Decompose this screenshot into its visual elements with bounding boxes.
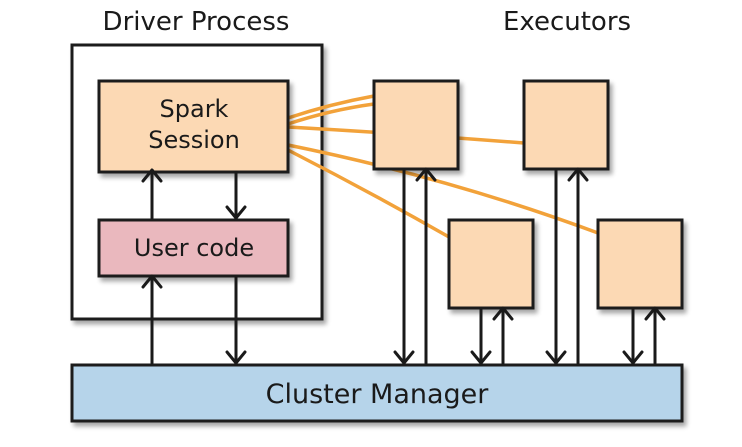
cluster-manager-box <box>70 363 684 423</box>
user-code-label: User code <box>134 234 254 262</box>
arrow-cluster-to-executor2 <box>567 167 589 365</box>
arrow-cluster-to-usercode <box>141 274 163 365</box>
spark-session-box <box>97 79 290 174</box>
arrow-executor4-to-cluster <box>622 308 644 365</box>
arrow-usercode-to-cluster <box>225 276 247 365</box>
arrow-executor2-to-cluster <box>545 169 567 365</box>
spark-session-label-line2: Session <box>148 126 240 154</box>
executor-box-2 <box>522 79 610 171</box>
executor-box-4 <box>596 218 684 310</box>
executor-box-1 <box>372 79 460 171</box>
spark-session-label-line1: Spark <box>160 95 229 123</box>
session-executor-connectors <box>286 94 600 239</box>
connector-executor-4 <box>286 143 600 235</box>
driver-process-heading: Driver Process <box>103 7 290 37</box>
executors-heading: Executors <box>503 7 631 37</box>
connector-executor-1b <box>286 102 376 126</box>
arrow-cluster-to-executor1 <box>415 167 437 365</box>
executor-box-3 <box>447 218 535 310</box>
user-code-box <box>97 218 290 278</box>
arrow-cluster-to-executor3 <box>492 306 514 365</box>
arrows <box>141 167 666 365</box>
arrow-session-to-usercode <box>225 170 247 220</box>
arrow-cluster-to-executor4 <box>644 306 666 365</box>
arrow-executor3-to-cluster <box>470 308 492 365</box>
connector-executor-3 <box>286 148 451 239</box>
cluster-manager-label: Cluster Manager <box>266 379 490 410</box>
arrow-usercode-to-session <box>141 168 163 220</box>
arrow-executor1-to-cluster <box>393 169 415 365</box>
connector-executor-1 <box>286 94 376 120</box>
